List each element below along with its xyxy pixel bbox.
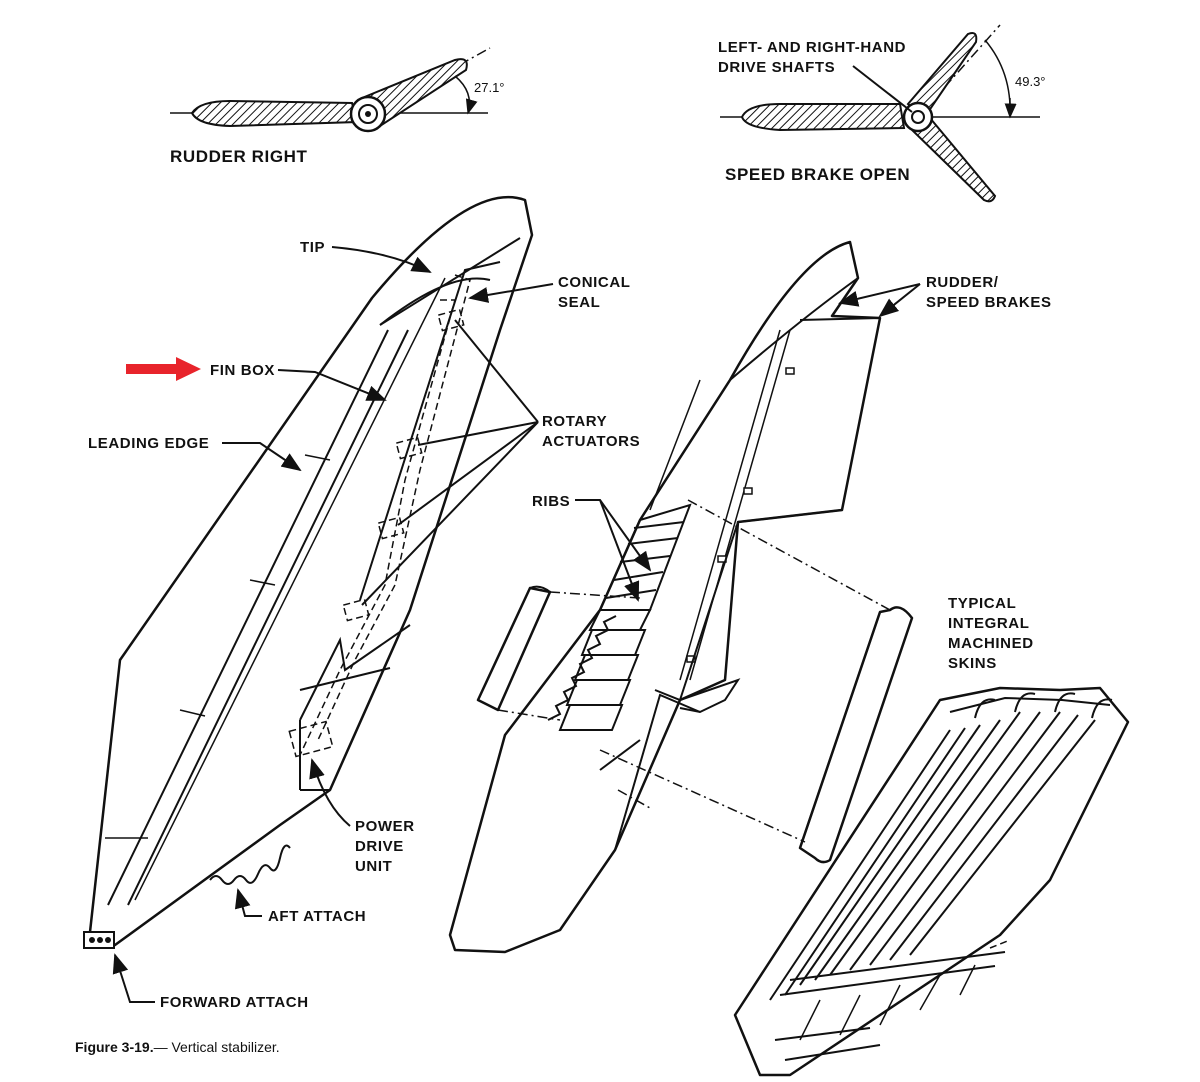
typical-skins-label-line2: INTEGRAL bbox=[948, 615, 1029, 632]
figure-caption-text: Figure 3-19.— Vertical stabilizer. bbox=[75, 1039, 280, 1055]
rudder-speed-brakes-label-line2: SPEED BRAKES bbox=[926, 294, 1052, 311]
middle-callouts: RIBS RUDDER/ SPEED BRAKES TYPICAL INTEGR… bbox=[532, 274, 1052, 672]
speed-brake-section: 49.3° LEFT- AND RIGHT-HAND DRIVE SHAFTS … bbox=[718, 24, 1046, 203]
left-callouts: TIP CONICAL SEAL FIN BOX LEADING EDGE RO… bbox=[88, 239, 640, 1011]
drive-shafts-label-line2: DRIVE SHAFTS bbox=[718, 59, 835, 76]
rotary-actuators-label-line1: ROTARY bbox=[542, 413, 607, 430]
aft-attach-label: AFT ATTACH bbox=[268, 908, 366, 925]
conical-seal-label-line1: CONICAL bbox=[558, 274, 631, 291]
drive-shafts-label-line1: LEFT- AND RIGHT-HAND bbox=[718, 39, 906, 56]
speed-brake-open-label: SPEED BRAKE OPEN bbox=[725, 165, 910, 184]
fin-box-highlight-arrow bbox=[126, 357, 201, 381]
power-drive-label-line2: DRIVE bbox=[355, 838, 404, 855]
rudder-right-label: RUDDER RIGHT bbox=[170, 147, 308, 166]
power-drive-label-line3: UNIT bbox=[355, 858, 392, 875]
fin-box-label: FIN BOX bbox=[210, 362, 275, 379]
assembled-stabilizer bbox=[83, 195, 534, 949]
forward-attach-label: FORWARD ATTACH bbox=[160, 994, 309, 1011]
rudder-angle-label: 27.1° bbox=[474, 80, 505, 95]
machined-skin-detail bbox=[733, 686, 1130, 1077]
rudder-right-section: 27.1° RUDDER RIGHT bbox=[170, 47, 505, 166]
rudder-speed-brakes-label-line1: RUDDER/ bbox=[926, 274, 999, 291]
typical-skins-label-line1: TYPICAL bbox=[948, 595, 1016, 612]
power-drive-label-line1: POWER bbox=[355, 818, 415, 835]
figure-caption: Figure 3-19.— Vertical stabilizer. bbox=[75, 1039, 280, 1055]
typical-skins-label-line3: MACHINED bbox=[948, 635, 1034, 652]
speedbrake-angle-label: 49.3° bbox=[1015, 74, 1046, 89]
tip-label: TIP bbox=[300, 239, 325, 256]
ribs-label: RIBS bbox=[532, 493, 570, 510]
typical-skins-label-line4: SKINS bbox=[948, 655, 997, 672]
leading-edge-label: LEADING EDGE bbox=[88, 435, 209, 452]
figure-number: Figure 3-19. bbox=[75, 1039, 154, 1055]
conical-seal-label-line2: SEAL bbox=[558, 294, 600, 311]
ribs-group bbox=[547, 503, 692, 731]
rotary-actuators-label-line2: ACTUATORS bbox=[542, 433, 640, 450]
figure-title: — Vertical stabilizer. bbox=[154, 1039, 280, 1055]
exploded-stabilizer bbox=[448, 240, 914, 954]
